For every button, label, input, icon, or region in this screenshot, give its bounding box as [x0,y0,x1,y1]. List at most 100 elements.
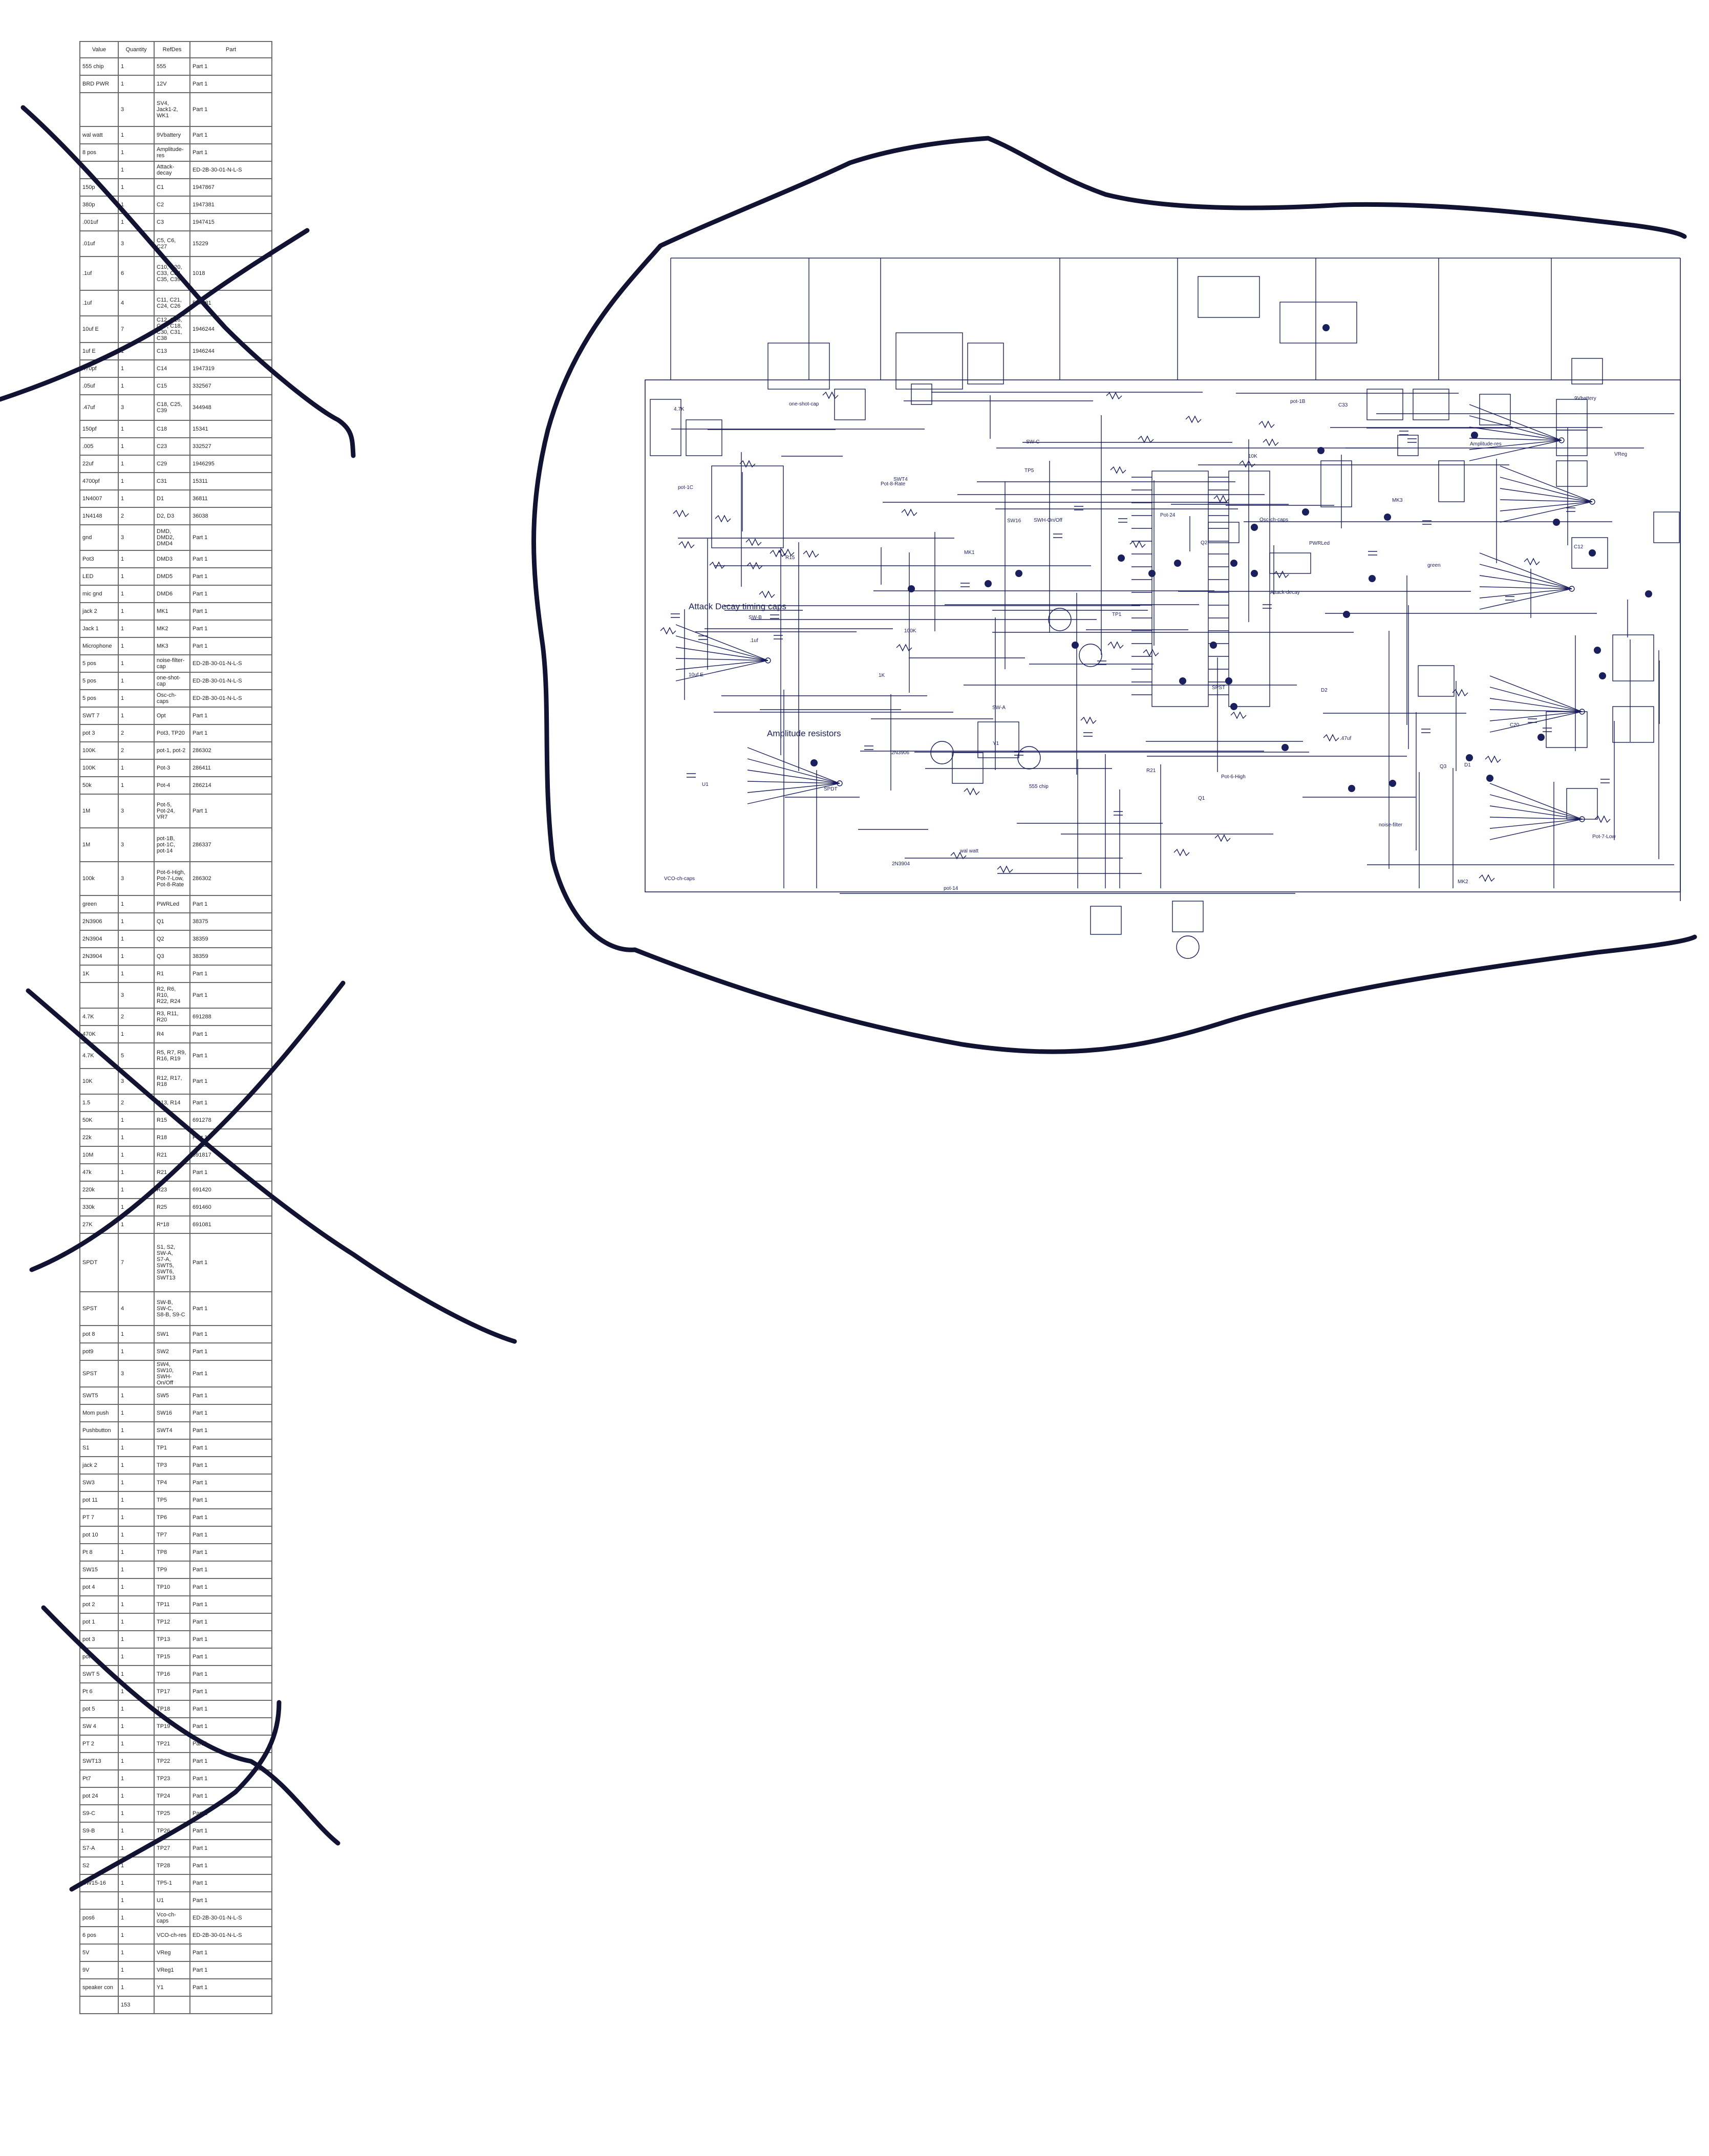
selector-wire [675,635,768,661]
table-cell: Part 1 [189,1717,272,1736]
table-cell: SW 4 [79,1717,119,1736]
table-cell: 286411 [189,759,272,777]
selector-wire [675,624,768,661]
table-cell: Part 1 [189,1342,272,1361]
selector-wire [1469,426,1562,441]
table-cell: Part 1 [189,1526,272,1544]
table-cell: Part 1 [189,1233,272,1292]
table-cell: 1 [118,420,155,438]
table-cell: 1K [79,965,119,983]
table-cell: 1 [118,1787,155,1805]
resistor-symbol [964,787,980,796]
table-cell: C18, C25, C39 [154,394,190,421]
component-box [967,343,1004,385]
table-cell: Microphone [79,637,119,655]
table-cell: 22k [79,1128,119,1147]
resistor-symbol [1263,438,1279,446]
table-cell: 6 pos [79,1926,119,1945]
table-cell: Pt 8 [79,1543,119,1562]
table-cell: 1.5 [79,1094,119,1112]
table-cell: Part 1 [189,1648,272,1666]
table-cell: 1 [118,672,155,690]
component-label: wal watt [959,848,978,854]
table-cell: ED-2B-30-01-N-L-S [189,654,272,673]
table-cell: gnd [79,524,119,551]
component-label: SW-C [1026,439,1039,445]
table-cell: 1 [118,620,155,638]
transistor-symbol [1048,608,1072,631]
component-label: Osc-ch-caps [1259,517,1288,523]
resistor-symbol [1106,392,1122,400]
table-cell: 3 [118,982,155,1009]
component-label: Y1 [993,741,999,746]
component-label: 100K [904,628,916,634]
table-cell: 1 [118,1404,155,1422]
cross-mark-2a [26,988,517,1344]
table-cell: 1 [118,689,155,708]
table-cell: VCO-ch-res [154,1926,190,1945]
junction-dot [1210,642,1217,649]
table-cell: 1 [118,965,155,983]
table-cell: SW15 [79,1561,119,1579]
table-cell: 1 [118,1508,155,1527]
selector-wire [1479,586,1572,589]
table-cell: 1 [118,550,155,568]
resistor-symbol [1173,848,1190,857]
table-cell: 1 [118,930,155,948]
cross-mark-1a [20,105,356,458]
table-cell: 100k [79,861,119,896]
table-cell: ED-2B-30-01-N-L-S [189,1909,272,1927]
table-cell: 1 [118,654,155,673]
table-cell: TP23 [154,1769,190,1788]
table-cell: 1M [79,794,119,828]
junction-dot [1389,780,1396,787]
table-cell: Part 1 [189,965,272,983]
table-cell: Part 1 [189,1856,272,1875]
cross-mark-1b [0,228,310,402]
component-box [977,721,1019,758]
selector-hub [1579,816,1585,822]
selector-wire [675,658,768,661]
table-cell: Part 1 [189,1042,272,1069]
table-cell: D2, D3 [154,507,190,525]
table-cell: C11, C21, C24, C26 [154,290,190,316]
table-cell: Vco-ch-caps [154,1909,190,1927]
table-cell [79,982,119,1009]
selector-wire [1479,552,1572,589]
table-cell: 150pf [79,420,119,438]
table-cell: 9V [79,1961,119,1979]
table-cell: 1 [118,489,155,508]
component-box [711,465,784,548]
component-label: SW16 [1007,518,1021,524]
table-cell: 5 pos [79,654,119,673]
table-cell: Part 1 [189,1769,272,1788]
table-cell: S9-B [79,1822,119,1840]
table-cell: 1 [118,1804,155,1823]
resistor-symbol [673,509,689,518]
resistor-symbol [1524,558,1540,566]
resistor-symbol [1214,834,1231,842]
component-label: VCO-ch-caps [664,876,695,882]
bom-header-cell: Part [189,41,272,58]
component-label: 10K [1248,454,1257,459]
table-cell: wal watt [79,126,119,144]
selector-wire [1489,675,1583,712]
table-cell: Part 1 [189,1665,272,1683]
selector-wire [1500,465,1593,502]
table-cell: SWT4 [154,1421,190,1440]
component-box [1612,706,1654,743]
amplitude-resistors-label: Amplitude resistors [767,729,841,738]
table-cell: 1 [118,1648,155,1666]
table-cell: 1 [118,912,155,931]
